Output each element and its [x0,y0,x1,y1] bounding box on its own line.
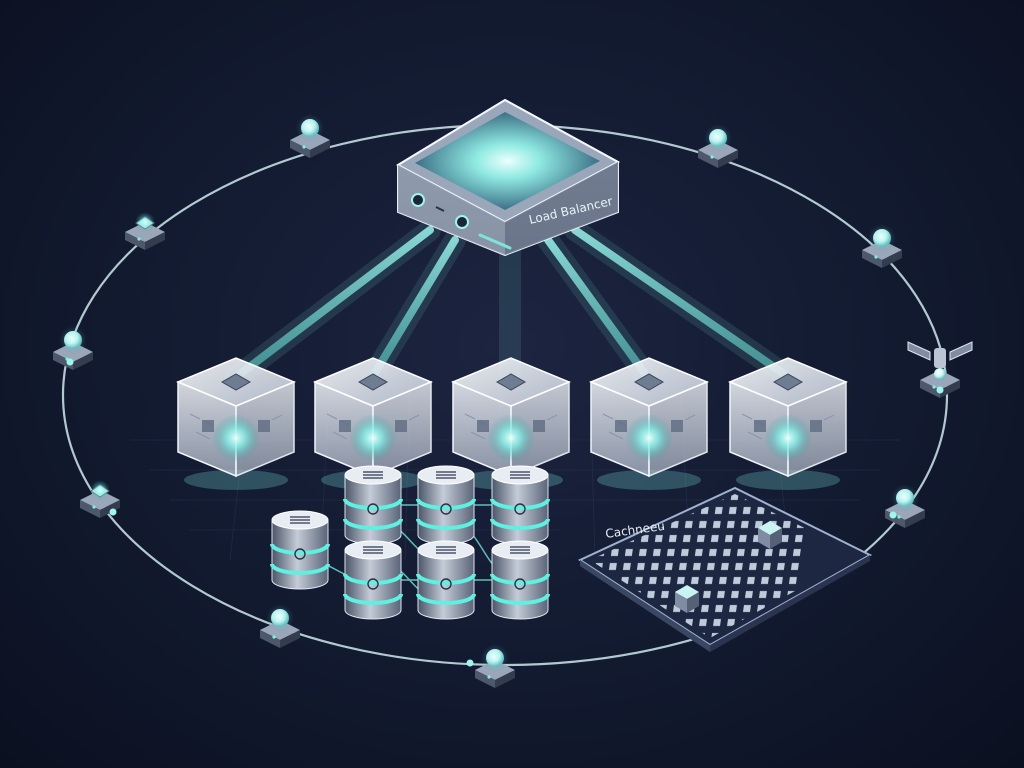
bulb-node-icon [862,224,902,268]
ring-dot [66,358,74,366]
ring-dot [466,659,474,667]
bulb-node-icon [475,644,515,688]
cache-block-icon [758,521,782,549]
database-5 [343,540,403,620]
server-5 [728,357,848,490]
chip-node-icon [80,480,120,518]
connector-beam-glow [224,219,801,389]
database-4 [490,465,550,545]
cache-grid: Cachneeu [577,486,873,652]
server-2 [313,357,433,490]
server-4 [589,357,709,490]
database-3 [416,465,476,545]
bulb-node-icon [290,114,330,158]
ring-dot [889,511,897,519]
ring-dot [109,508,117,516]
bulb-node-icon [698,124,738,168]
database-7 [490,540,550,620]
load-balancer: Load Balancer [395,98,621,257]
bulb-node-icon [260,604,300,648]
server-3 [451,357,571,490]
chip-node-icon [125,212,165,250]
server-cluster [176,357,848,490]
database-1 [270,510,330,590]
bulb-node-icon [885,484,925,528]
cache-block-icon [675,585,699,613]
ring-nodes [53,114,973,688]
database-cluster [270,465,550,620]
database-2 [343,465,403,545]
database-links [299,504,521,601]
satellite-node-icon [907,341,973,398]
ring-dot [936,386,944,394]
connector-beams [231,226,794,382]
database-6 [416,540,476,620]
server-1 [176,357,296,490]
bulb-node-icon [53,326,93,370]
